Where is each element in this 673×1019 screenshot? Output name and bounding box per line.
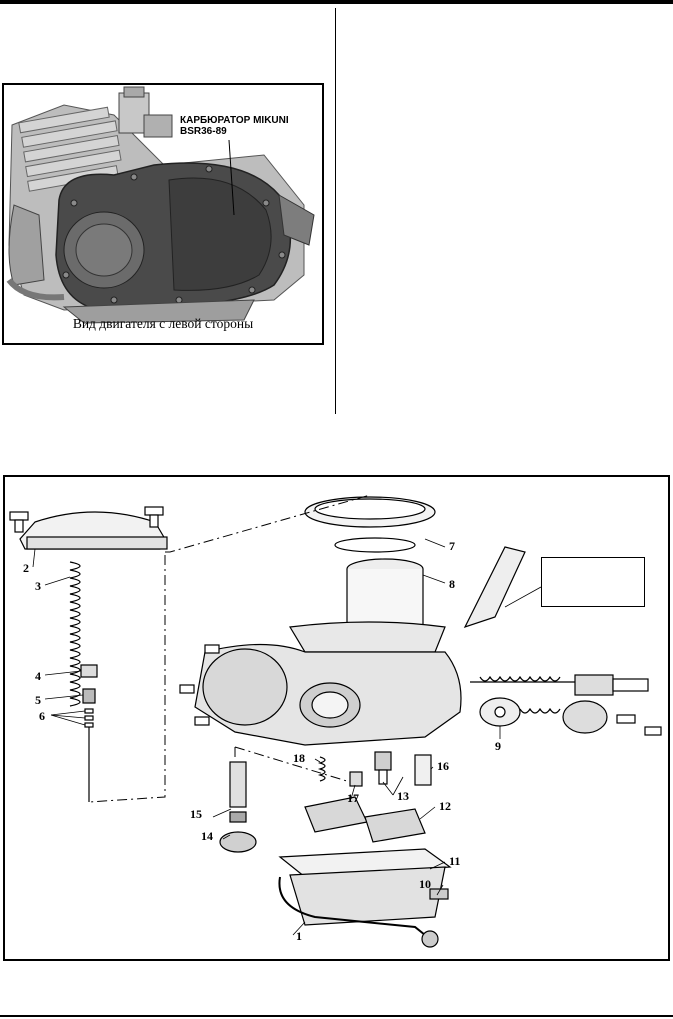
part-number-10: 10: [419, 877, 431, 891]
part-number-15: 15: [190, 807, 202, 821]
part-number-7: 7: [449, 539, 455, 553]
engine-photo-panel: КАРБЮРАТОР MIKUNI BSR36-89 Вид двигателя…: [2, 83, 324, 345]
part-number-5: 5: [35, 693, 41, 707]
part-number-13: 13: [397, 789, 409, 803]
carburetor-exploded-diagram: 1 2 3 4 5 6 7 8 9 10 11 12 13 14 15 16 1…: [3, 475, 670, 961]
part-number-6: 6: [39, 709, 45, 723]
carburetor-label: КАРБЮРАТОР MIKUNI BSR36-89: [180, 115, 289, 137]
photo-caption: Вид двигателя с левой стороны: [72, 316, 254, 331]
part-number-16: 16: [437, 759, 449, 773]
top-rule: [0, 0, 673, 4]
carburetor-label-line-1: КАРБЮРАТОР MIKUNI: [180, 115, 289, 126]
part-number-4: 4: [35, 669, 41, 683]
part-number-1: 1: [296, 929, 302, 943]
engine-illustration: [4, 85, 322, 343]
part-number-3: 3: [35, 579, 41, 593]
part-number-11: 11: [449, 854, 461, 868]
part-number-17: 17: [347, 791, 359, 805]
part-number-8: 8: [449, 577, 455, 591]
bottom-rule: [0, 1015, 673, 1017]
part-number-2: 2: [23, 561, 29, 575]
part-number-12: 12: [439, 799, 451, 813]
callout-box: [541, 557, 645, 607]
part-number-18: 18: [293, 751, 305, 765]
part-number-14: 14: [201, 829, 213, 843]
column-divider: [335, 8, 336, 414]
part-number-9: 9: [495, 739, 501, 753]
carburetor-drawing: [9, 494, 662, 948]
carburetor-label-line-2: BSR36-89: [180, 126, 227, 137]
